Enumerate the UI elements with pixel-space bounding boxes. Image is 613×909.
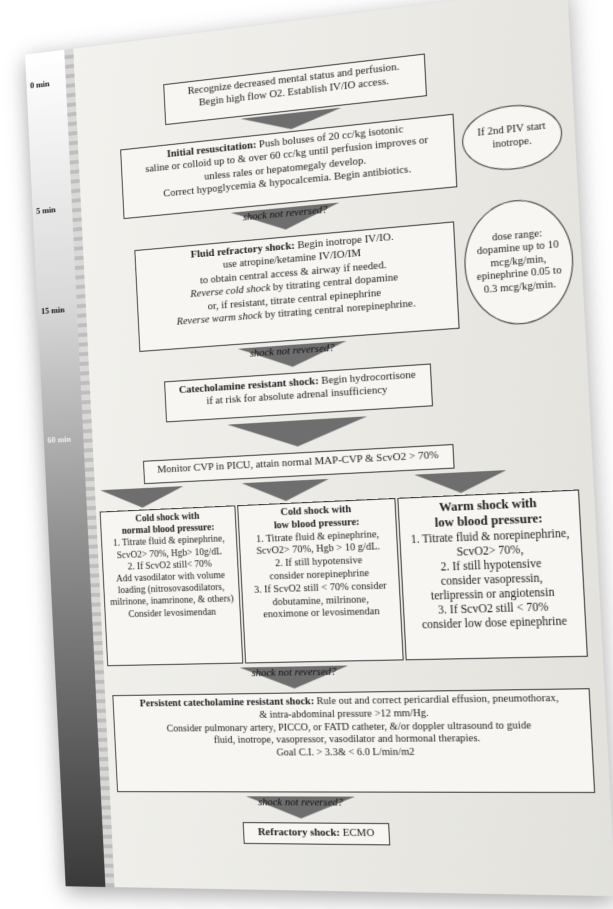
second-piv-text: If 2nd PIV start inotrope. [463,119,562,155]
arrow-4 [227,416,368,450]
dose-range-oval: dose range: dopamine up to 10 mcg/kg/min… [461,195,576,328]
cold-shock-normal-bp-box: Cold shock with normal blood pressure: 1… [100,505,244,666]
algorithm-sheet: 0 min 5 min 15 min 60 min Recognize decr… [25,0,613,896]
warm-shock-low-bp-box: Warm shock with low blood pressure: 1. T… [397,490,588,661]
initial-resuscitation-box: Initial resuscitation: Push boluses of 2… [120,114,457,219]
persistent-shock-title: Persistent catecholamine resistant shock… [140,696,315,709]
time-label-60: 60 min [47,434,71,445]
refractory-shock-box: Refractory shock: ECMO [243,822,391,845]
fluid-refractory-box: Fluid refractory shock: Begin inotrope I… [134,221,459,352]
dose-range-text: dose range: dopamine up to 10 mcg/kg/min… [470,226,567,299]
refractory-shock-title: Refractory shock: [258,826,341,839]
time-label-5: 5 min [36,204,56,215]
arrow-5c [414,470,507,495]
refractory-shock-text: ECMO [340,827,375,839]
persistent-shock-text: Rule out and correct pericardial effusio… [314,693,559,707]
shock-not-reversed-4: shock not reversed? [246,796,355,808]
persistent-shock-box: Persistent catecholamine resistant shock… [112,688,595,793]
cold-shock-low-bp-box: Cold shock with low blood pressure: 1. T… [237,498,404,664]
persistent-shock-line-5: Goal C.I. > 3.3& < 6.0 L/min/m2 [120,746,588,761]
time-label-0: 0 min [30,79,50,91]
catecholamine-resistant-box: Catecholamine resistant shock: Begin hyd… [164,363,433,422]
arrow-5b [242,479,330,503]
second-piv-oval: If 2nd PIV start inotrope. [461,100,564,174]
arrow-5a [100,486,184,509]
monitor-cvp-text: Monitor CVP in PICU, attain normal MAP-C… [157,449,439,476]
shock-not-reversed-3: shock not reversed? [240,665,349,679]
monitor-cvp-box: Monitor CVP in PICU, attain normal MAP-C… [143,444,455,484]
time-label-15: 15 min [41,305,65,316]
